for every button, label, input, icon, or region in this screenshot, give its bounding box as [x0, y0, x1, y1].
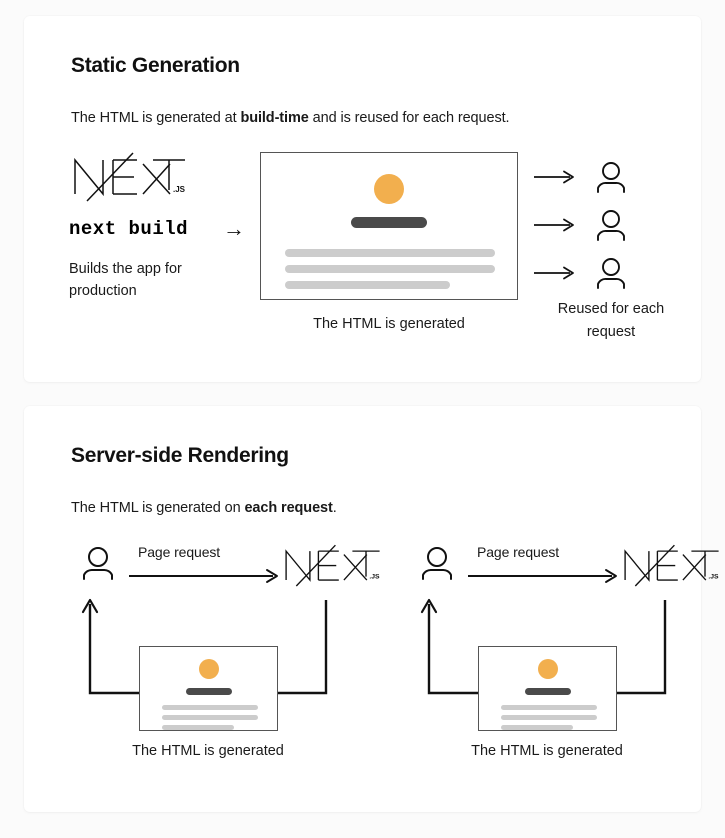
svg-text:.JS: .JS [173, 185, 186, 194]
card-description: The HTML is generated at build-time and … [71, 110, 677, 126]
flow-arrow-icon [533, 266, 578, 285]
mock-title-bar [524, 688, 571, 695]
page-title: Static Generation [71, 54, 240, 77]
mock-text-line [285, 265, 495, 273]
consumers-caption: Reused for each request [557, 301, 665, 341]
nextjs-logo: .JS [69, 150, 189, 210]
description-suffix: and is reused for each request. [308, 110, 510, 126]
nextjs-logo: .JS [620, 542, 722, 595]
card-description: The HTML is generated on each request. [71, 500, 677, 516]
page-request-label: Page request [138, 544, 221, 560]
flow-arrow-icon [533, 218, 578, 237]
mock-text-line [501, 715, 597, 720]
ssr-flow-group: Page request [387, 538, 725, 838]
card-static-generation: Static Generation The HTML is generated … [24, 16, 701, 382]
page-title: Server-side Rendering [71, 444, 289, 467]
nextjs-logo: .JS [281, 542, 383, 595]
user-icon [593, 209, 629, 247]
mock-text-line [162, 705, 258, 710]
svg-text:.JS: .JS [708, 573, 719, 580]
build-note: Builds the app for production [69, 261, 182, 300]
mock-text-line [162, 725, 234, 730]
mock-text-line [162, 715, 258, 720]
description-prefix: The HTML is generated on [71, 500, 245, 516]
mock-text-line [501, 725, 573, 730]
description-suffix: . [332, 500, 337, 516]
mock-text-line [501, 705, 597, 710]
user-icon [418, 546, 456, 586]
description-bold: each request [244, 500, 333, 516]
mock-title-bar [185, 688, 232, 695]
static-generation-diagram: .JS next build → Builds the app for prod… [48, 150, 677, 365]
command-next-build: next build [69, 218, 189, 240]
browser-mock-ssr [478, 646, 617, 731]
mock-caption: The HTML is generated [313, 316, 465, 332]
browser-mock-ssr [139, 646, 278, 731]
mock-caption: The HTML is generated [132, 743, 284, 759]
description-prefix: The HTML is generated at [71, 110, 241, 126]
user-icon [79, 546, 117, 586]
description-bold: build-time [240, 110, 309, 126]
mock-text-line [285, 281, 450, 289]
card-server-side-rendering: Server-side Rendering The HTML is genera… [24, 406, 719, 812]
mock-caption: The HTML is generated [471, 743, 623, 759]
user-icon [593, 161, 629, 199]
mock-avatar-circle [198, 659, 219, 679]
flow-arrow-icon [128, 568, 283, 589]
flow-arrow-icon [467, 568, 622, 589]
mock-text-line [285, 249, 495, 257]
ssr-diagram: Page request [48, 538, 719, 838]
svg-text:.JS: .JS [369, 573, 380, 580]
flow-arrow-icon [533, 170, 578, 189]
mock-avatar-circle [537, 659, 558, 679]
mock-avatar-circle [374, 174, 404, 204]
ssr-flow-group: Page request [48, 538, 388, 838]
arrow-right-icon: → [223, 216, 245, 241]
browser-mock-static [260, 152, 518, 300]
user-icon [593, 257, 629, 295]
page-request-label: Page request [477, 544, 560, 560]
mock-title-bar [351, 217, 427, 228]
